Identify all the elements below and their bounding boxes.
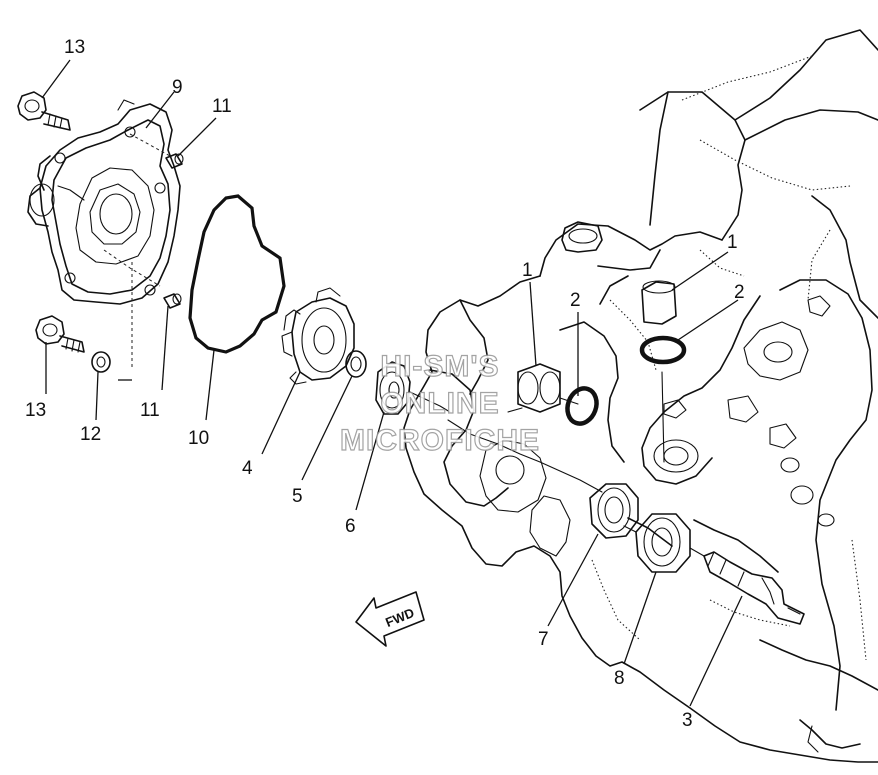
oil-seal — [375, 361, 411, 415]
bolt-lower — [35, 315, 85, 353]
callout-10: 10 — [188, 428, 209, 449]
callout-3: 3 — [682, 710, 693, 731]
leader-lines — [41, 59, 743, 707]
watermark-line-2: ONLINE — [380, 387, 499, 420]
callout-8: 8 — [614, 668, 625, 689]
callout-2-center: 2 — [570, 290, 581, 311]
o-ring-right — [639, 335, 687, 365]
crankcase — [403, 29, 878, 763]
fwd-arrow: FWD — [355, 591, 425, 647]
pump-housing — [27, 99, 181, 370]
callout-6: 6 — [345, 516, 356, 537]
collar-center — [517, 363, 561, 413]
collar-right — [641, 280, 677, 325]
callout-1-right: 1 — [727, 232, 738, 253]
bolt-upper — [17, 91, 71, 131]
dowel-pin-lower — [163, 293, 182, 309]
watermark: HI-SM'S ONLINE MICROFICHE — [339, 349, 540, 457]
callout-7: 7 — [538, 629, 549, 650]
bearing-7 — [589, 483, 639, 539]
callout-11-lower: 11 — [140, 400, 160, 421]
callout-9: 9 — [172, 77, 183, 98]
callout-1-center: 1 — [522, 260, 533, 281]
callout-5: 5 — [292, 486, 303, 507]
gasket — [188, 194, 286, 354]
callout-2-right: 2 — [734, 282, 745, 303]
impeller — [281, 287, 355, 385]
watermark-line-1: HI-SM'S — [380, 350, 499, 383]
watermark-line-3: MICROFICHE — [340, 424, 540, 457]
callout-11-upper: 11 — [212, 96, 232, 117]
dowel-pin-upper — [165, 153, 184, 169]
washer-5 — [345, 350, 367, 378]
callout-13-upper: 13 — [64, 37, 85, 58]
fwd-label: FWD — [383, 605, 416, 630]
impeller-shaft — [703, 551, 805, 625]
callout-4: 4 — [242, 458, 253, 479]
callout-12: 12 — [80, 424, 101, 445]
callout-numbers: 13 9 11 13 12 11 10 4 5 6 1 2 1 2 7 8 3 — [25, 37, 745, 731]
o-ring-center — [565, 386, 599, 426]
callout-13-lower: 13 — [25, 400, 46, 421]
assembly-lines — [409, 371, 705, 557]
washer — [91, 351, 111, 373]
bearing-8 — [635, 513, 691, 573]
